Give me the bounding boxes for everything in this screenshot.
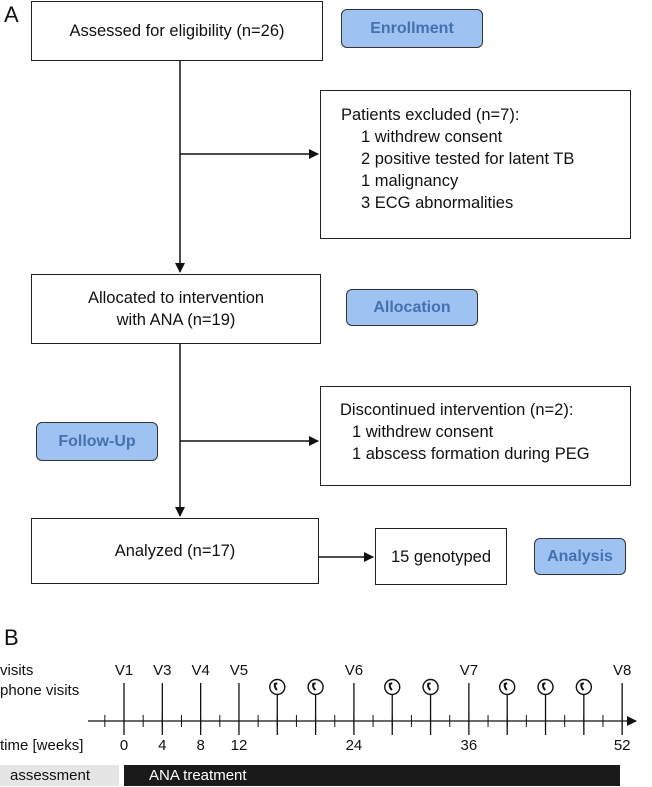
excluded-item: 2 positive tested for latent TB	[361, 150, 575, 168]
allocated-line: Allocated to intervention	[87, 289, 265, 307]
excluded-title: Patients excluded (n=7):	[341, 106, 520, 124]
visit-label: V8	[612, 662, 632, 679]
time-label: time [weeks]	[0, 737, 84, 754]
allocated-box: Allocated to intervention with ANA (n=19…	[31, 274, 321, 344]
phone-visits-label: phone visits	[0, 682, 80, 699]
assessed-text: Assessed for eligibility (n=26)	[69, 22, 285, 40]
phone-icon	[307, 678, 324, 696]
excluded-item: 1 malignancy	[361, 172, 459, 190]
visit-label: V6	[344, 662, 364, 679]
week-tick-label: 0	[119, 737, 129, 754]
genotyped-text: 15 genotyped	[390, 547, 491, 566]
analyzed-text: Analyzed (n=17)	[114, 542, 236, 560]
visit-label: V3	[153, 662, 172, 679]
week-tick-label: 52	[613, 737, 631, 754]
week-tick-label: 24	[345, 737, 363, 754]
treatment-bar: ANA treatment	[124, 765, 620, 786]
genotyped-box: 15 genotyped	[375, 528, 507, 585]
panel-b-label: B	[4, 625, 19, 650]
discontinued-box: Discontinued intervention (n=2): 1 withd…	[320, 386, 631, 486]
enrollment-tag: Enrollment	[341, 9, 483, 48]
treatment-label: ANA treatment	[149, 767, 247, 784]
discontinued-item: 1 withdrew consent	[352, 423, 494, 441]
phone-icon	[575, 678, 593, 696]
week-tick-label: 4	[158, 737, 167, 754]
week-tick-label: 36	[460, 737, 478, 754]
phone-icon	[499, 678, 516, 696]
visit-label: V4	[191, 662, 210, 679]
allocation-tag: Allocation	[346, 289, 478, 326]
phone-icon	[269, 678, 286, 696]
phone-icon	[384, 678, 401, 696]
phone-icon	[537, 678, 554, 696]
analyzed-box: Analyzed (n=17)	[31, 518, 319, 584]
assessed-box: Assessed for eligibility (n=26)	[31, 1, 323, 61]
phone-icon	[422, 678, 439, 696]
excluded-item: 1 withdrew consent	[361, 128, 503, 146]
week-tick-label: 12	[230, 737, 248, 754]
panel-a-label: A	[4, 2, 19, 27]
excluded-box: Patients excluded (n=7): 1 withdrew cons…	[320, 90, 631, 239]
excluded-item: 3 ECG abnormalities	[361, 194, 514, 212]
allocated-line: with ANA (n=19)	[116, 311, 236, 329]
analysis-tag: Analysis	[534, 538, 626, 575]
discontinued-item: 1 abscess formation during PEG	[352, 445, 590, 463]
week-tick-label: 8	[196, 737, 205, 754]
followup-tag: Follow-Up	[36, 422, 158, 461]
assessment-bar: assessment	[0, 765, 119, 786]
visit-label: V1	[114, 662, 134, 679]
assessment-label: assessment	[10, 767, 91, 784]
visits-label: visits	[0, 662, 34, 679]
visit-label: V5	[229, 662, 249, 679]
discontinued-title: Discontinued intervention (n=2):	[340, 401, 574, 419]
visit-label: V7	[459, 662, 479, 679]
